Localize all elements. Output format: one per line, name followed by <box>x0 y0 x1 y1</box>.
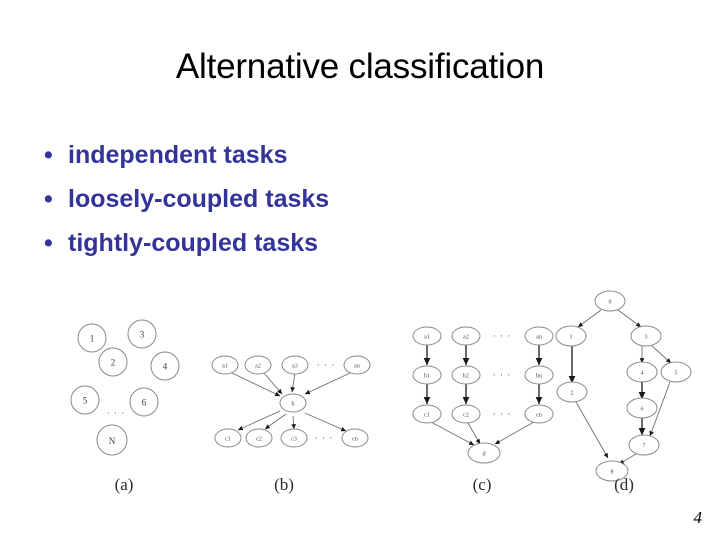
node-d-3: 3 <box>630 325 662 347</box>
panel-c: a1 a2 an · · · b1 b2 <box>412 326 554 494</box>
svg-text:6: 6 <box>641 407 644 413</box>
caption-b: (b) <box>274 475 294 494</box>
node-d-1: 1 <box>555 325 587 347</box>
node-c-a1: a1 <box>412 326 442 346</box>
svg-text:b2: b2 <box>463 374 469 380</box>
node-b-center: b <box>279 393 307 413</box>
node-d-7: 7 <box>628 434 660 456</box>
node-c-b1: b1 <box>412 365 442 385</box>
svg-text:b: b <box>292 402 295 408</box>
node-c-c1: c1 <box>412 404 442 424</box>
node-a-2: 2 <box>98 347 128 377</box>
svg-text:c1: c1 <box>424 413 430 419</box>
list-item: • tightly-coupled tasks <box>30 221 530 265</box>
task-classification-figure: .nd { fill:#ffffff; stroke:#8a8a8a; stro… <box>52 268 692 513</box>
svg-text:5: 5 <box>675 371 678 377</box>
node-c-sink: d <box>467 442 501 464</box>
caption-c: (c) <box>473 475 492 494</box>
svg-text:an: an <box>354 364 360 370</box>
node-b-an: an <box>343 355 371 375</box>
svg-text:bn: bn <box>536 374 542 380</box>
node-a-1: 1 <box>77 323 107 353</box>
bullet-marker-icon: • <box>44 185 53 213</box>
node-a-5: 5 <box>70 385 100 415</box>
panel-d: 0 1 3 4 5 <box>555 290 692 494</box>
page-number: 4 <box>693 508 703 527</box>
bullet-marker-icon: • <box>44 229 53 257</box>
svg-text:a1: a1 <box>424 335 430 341</box>
svg-text:cn: cn <box>536 413 542 419</box>
svg-text:5: 5 <box>83 396 88 406</box>
list-item: • independent tasks <box>30 133 530 177</box>
svg-text:a1: a1 <box>222 364 228 370</box>
svg-text:4: 4 <box>641 371 644 377</box>
page-title: Alternative classification <box>175 47 545 86</box>
svg-text:a2: a2 <box>463 335 469 341</box>
list-item-label: loosely-coupled tasks <box>68 185 330 213</box>
node-d-2: 2 <box>556 381 588 403</box>
svg-text:cn: cn <box>352 437 358 443</box>
node-d-8: 8 <box>595 460 629 482</box>
node-b-c1: c1 <box>214 428 242 448</box>
node-c-cn: cn <box>524 404 554 424</box>
node-b-a1: a1 <box>211 355 239 375</box>
node-d-5: 5 <box>660 361 692 383</box>
svg-text:1: 1 <box>90 334 95 344</box>
node-b-a2: a2 <box>244 355 272 375</box>
bullet-list: • independent tasks • loosely-coupled ta… <box>30 133 530 265</box>
node-d-6: 6 <box>626 397 658 419</box>
bullet-marker-icon: • <box>44 141 53 169</box>
svg-text:c2: c2 <box>256 437 262 443</box>
node-d-4: 4 <box>626 361 658 383</box>
node-d-0: 0 <box>594 290 626 312</box>
svg-text:b1: b1 <box>424 374 430 380</box>
node-c-bn: bn <box>524 365 554 385</box>
svg-text:a2: a2 <box>255 364 261 370</box>
node-b-c2: c2 <box>245 428 273 448</box>
node-b-c3: c3 <box>280 428 308 448</box>
node-c-an: an <box>524 326 554 346</box>
svg-text:an: an <box>536 335 542 341</box>
caption-a: (a) <box>115 475 134 494</box>
svg-text:0: 0 <box>609 300 612 306</box>
svg-text:7: 7 <box>643 444 646 450</box>
svg-text:2: 2 <box>111 358 116 368</box>
ellipsis-a: · · · <box>107 408 126 418</box>
list-item-label: independent tasks <box>68 141 288 169</box>
panel-a: 1 2 3 4 5 <box>70 319 180 494</box>
node-b-a3: a3 <box>281 355 309 375</box>
node-a-N: N <box>96 424 128 456</box>
svg-text:3: 3 <box>140 330 145 340</box>
svg-text:N: N <box>109 436 116 446</box>
ellipsis-c-row2: · · · <box>493 370 512 380</box>
svg-text:2: 2 <box>571 391 574 397</box>
node-c-b2: b2 <box>451 365 481 385</box>
svg-text:8: 8 <box>611 470 614 476</box>
node-c-a2: a2 <box>451 326 481 346</box>
node-a-3: 3 <box>127 319 157 349</box>
node-a-4: 4 <box>150 351 180 381</box>
list-item: • loosely-coupled tasks <box>30 177 530 221</box>
node-c-c2: c2 <box>451 404 481 424</box>
ellipsis-b-top: · · · <box>317 360 336 370</box>
ellipsis-c-row1: · · · <box>493 331 512 341</box>
svg-text:6: 6 <box>142 398 147 408</box>
node-b-cn: cn <box>341 428 369 448</box>
node-a-6: 6 <box>129 387 159 417</box>
ellipsis-b-bottom: · · · <box>315 433 334 443</box>
panel-b: a1 a2 a3 an · · · b <box>211 355 371 494</box>
ellipsis-c-row3: · · · <box>493 409 512 419</box>
svg-text:a3: a3 <box>292 364 298 370</box>
svg-text:c3: c3 <box>291 437 297 443</box>
svg-text:c2: c2 <box>463 413 469 419</box>
svg-text:1: 1 <box>570 335 573 341</box>
list-item-label: tightly-coupled tasks <box>68 229 319 257</box>
svg-text:d: d <box>483 452 486 458</box>
svg-text:c1: c1 <box>225 437 231 443</box>
svg-text:3: 3 <box>645 335 648 341</box>
caption-d: (d) <box>614 475 634 494</box>
svg-text:4: 4 <box>163 362 168 372</box>
